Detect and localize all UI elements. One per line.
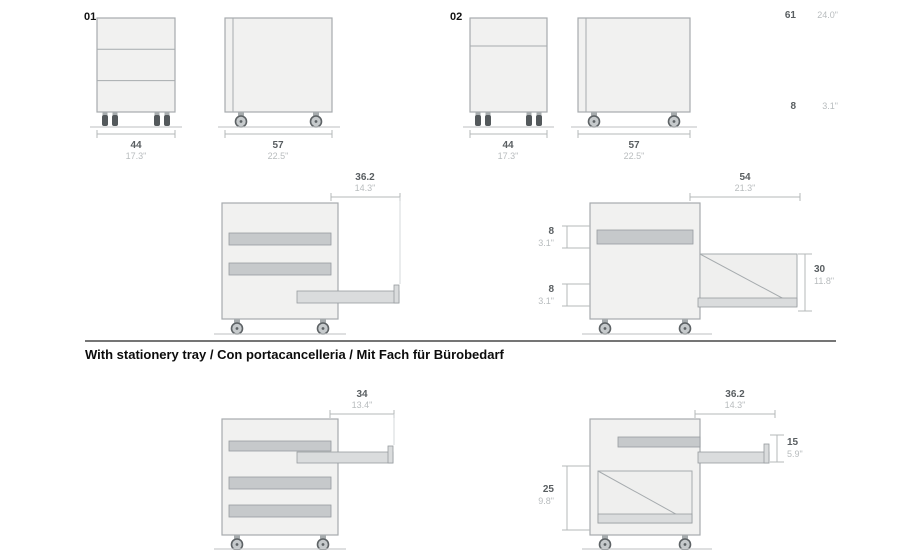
depth-cm: 54 <box>739 172 751 183</box>
tray-height-in: 5.9" <box>787 449 803 459</box>
depth-cm: 57 <box>628 140 640 151</box>
caster-icon <box>485 112 491 126</box>
compartment-base <box>597 513 693 524</box>
caster-icon <box>112 112 118 126</box>
middle-row-open-views: 36.2 14.3" 54 21.3" <box>214 172 834 335</box>
compartment-in: 9.8" <box>538 496 554 506</box>
width-dimension-unit2-front: 44 17.3" <box>469 130 548 161</box>
pedestal-01-open-side-view: 36.2 14.3" <box>214 172 401 335</box>
width-cm: 44 <box>502 140 514 151</box>
caster-icon <box>536 112 542 126</box>
drawer-slot <box>228 232 332 246</box>
caster-icon <box>230 534 244 550</box>
pulled-stationery-tray <box>296 451 394 464</box>
pedestal-02-stationery-tray-view: 36.2 14.3" 15 5.9" 25 <box>538 389 803 550</box>
pulled-stationery-tray <box>697 451 770 464</box>
caster-icon <box>667 111 681 128</box>
width-dimension-unit1-front: 44 17.3" <box>96 130 176 161</box>
tray-lip <box>393 284 400 304</box>
frame-height-in: 11.8" <box>814 276 834 286</box>
caster-icon <box>164 112 170 126</box>
section-heading: With stationery tray / Con portacancelle… <box>85 347 504 362</box>
cabinet-body <box>589 202 701 320</box>
caster-icon <box>587 111 601 128</box>
cabinet-body <box>577 17 691 113</box>
pedestal-02-open-side-view: 54 21.3" 8 3.1" 8 3.1" <box>538 172 834 335</box>
overall-height-cm: 61 <box>785 10 797 21</box>
tray-lip <box>763 443 770 464</box>
width-dimension-unit1-side: 57 22.5" <box>224 130 333 161</box>
unit-02-front-view <box>463 17 554 128</box>
compartment-cm: 25 <box>543 484 555 495</box>
tray-slot <box>617 436 701 448</box>
width-in: 17.3" <box>126 151 147 161</box>
cabinet-body <box>221 202 339 320</box>
overall-height-in: 24.0" <box>817 10 838 20</box>
unit-01-side-view <box>218 17 340 128</box>
pulled-tray <box>296 290 400 304</box>
caster-icon <box>598 318 612 335</box>
depth-in: 22.5" <box>268 151 289 161</box>
width-cm: 44 <box>130 140 142 151</box>
caster-icon <box>598 534 612 550</box>
gap-bottom-in: 3.1" <box>538 296 554 306</box>
caster-icon <box>230 318 244 335</box>
tray-height-cm: 15 <box>787 437 799 448</box>
height-dimension-labels: 61 24.0" 8 3.1" <box>785 10 838 112</box>
pedestal-01-stationery-tray-view: 34 13.4" <box>214 389 395 550</box>
caster-icon <box>154 112 160 126</box>
top-row-closed-views: 01 02 <box>84 10 838 161</box>
tray-extension-cm: 36.2 <box>355 172 375 183</box>
caster-icon <box>309 111 323 128</box>
caster-icon <box>678 534 692 550</box>
depth-in: 21.3" <box>735 183 756 193</box>
tray-extension-cm: 36.2 <box>725 389 745 400</box>
depth-in: 22.5" <box>624 151 645 161</box>
caster-icon <box>316 318 330 335</box>
caster-icon <box>526 112 532 126</box>
variant-01-label: 01 <box>84 11 96 23</box>
drawer-slot <box>228 476 332 490</box>
caster-icon <box>678 318 692 335</box>
tray-lip <box>387 445 394 464</box>
frame-height-cm: 30 <box>814 264 826 275</box>
drawer-slot <box>596 229 694 245</box>
gap-top-in: 3.1" <box>538 238 554 248</box>
tray-extension-cm: 34 <box>356 389 368 400</box>
caster-icon <box>475 112 481 126</box>
gap-bottom-cm: 8 <box>548 284 554 295</box>
width-dimension-unit2-side: 57 22.5" <box>577 130 691 161</box>
drawer-slot <box>228 262 332 276</box>
unit-01-front-view <box>90 17 182 128</box>
caster-icon <box>316 534 330 550</box>
caster-height-in: 3.1" <box>822 101 838 111</box>
depth-cm: 57 <box>272 140 284 151</box>
caster-icon <box>234 111 248 128</box>
unit-02-side-view <box>571 17 697 128</box>
tray-extension-in: 14.3" <box>355 183 376 193</box>
cabinet-body <box>96 17 176 113</box>
frame-base <box>697 297 798 308</box>
variant-02-label: 02 <box>450 11 462 23</box>
bottom-row-stationery-tray-views: 34 13.4" 36.2 14.3" <box>214 389 803 550</box>
caster-height-cm: 8 <box>790 101 796 112</box>
cabinet-body <box>224 17 333 113</box>
tray-slot <box>228 440 332 452</box>
gap-top-cm: 8 <box>548 226 554 237</box>
caster-icon <box>102 112 108 126</box>
cabinet-body <box>469 17 548 113</box>
drawer-slot <box>228 504 332 518</box>
tray-extension-in: 14.3" <box>725 400 746 410</box>
width-in: 17.3" <box>498 151 519 161</box>
tray-extension-in: 13.4" <box>352 400 373 410</box>
